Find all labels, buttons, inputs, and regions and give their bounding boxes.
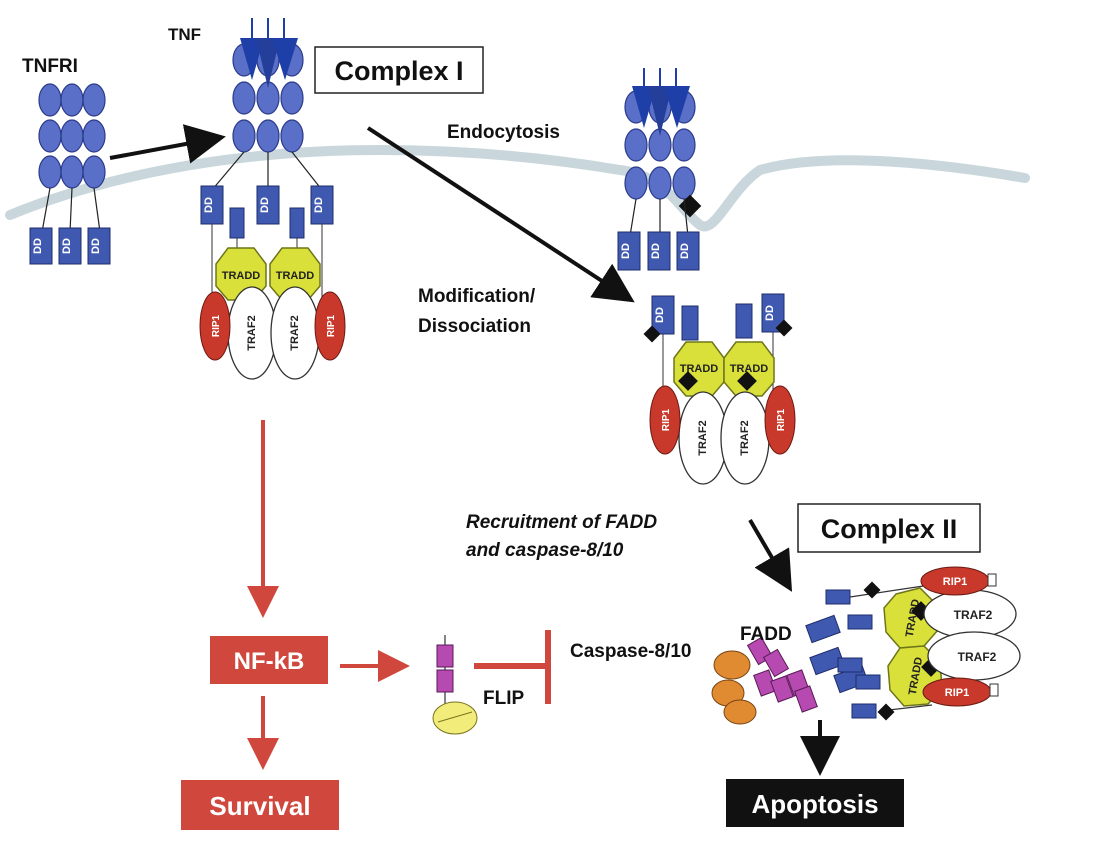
endocytosis-label: Endocytosis	[447, 122, 560, 143]
survival-box	[181, 780, 339, 830]
tnfri-label: TNFRI	[22, 56, 78, 77]
traf2-label: TRAF2	[739, 420, 751, 455]
dd-label: DD	[61, 238, 73, 254]
traf2-label: TRAF2	[246, 315, 258, 350]
dd-label: DD	[620, 243, 632, 259]
dd-label: DD	[90, 238, 102, 254]
complex-1-structure: DD DD DD TRADD TRADD TRAF2 TRAF2 RIP1 RI…	[199, 18, 346, 380]
dissociated-complex: DD DD TRADD TRADD TRAF2 TRAF2 RIP1 RIP1	[643, 293, 796, 485]
rip1-label: RIP1	[661, 408, 672, 431]
apoptosis-label: Apoptosis	[751, 789, 878, 819]
dissociation-label: Dissociation	[418, 316, 531, 337]
internalized-receptor: DD DD DD	[617, 68, 702, 271]
dd-domain-group-left: DD DD DD	[29, 227, 111, 265]
tnf-label: TNF	[168, 25, 201, 44]
tradd-label: TRADD	[680, 363, 719, 375]
complex-1-box	[314, 46, 484, 94]
binding-arrow	[109, 124, 226, 164]
fadd-label: FADD	[740, 624, 792, 645]
dd-label: DD	[259, 197, 271, 213]
flip-protein	[432, 635, 478, 735]
recruitment-label-line2: and caspase-8/10	[466, 540, 624, 561]
traf2-label: TRAF2	[958, 650, 997, 664]
rip1-label: RIP1	[211, 314, 222, 337]
tradd-label: TRADD	[222, 270, 261, 282]
dd-label: DD	[679, 243, 691, 259]
tnfri-receptors: DD DD DD	[29, 83, 111, 265]
rip1-label: RIP1	[945, 687, 969, 699]
complex-2-label: Complex II	[821, 514, 958, 544]
complex-2-structure: TRADD TRADD TRAF2 TRAF2 RIP1 RIP1	[711, 566, 1021, 725]
caspase-label: Caspase-8/10	[570, 641, 691, 662]
dd-label: DD	[32, 238, 44, 254]
dd-label: DD	[654, 307, 666, 323]
tradd-label: TRADD	[730, 363, 769, 375]
modification-label: Modification/	[418, 286, 536, 307]
nfkb-box	[210, 636, 328, 684]
rip1-label: RIP1	[776, 408, 787, 431]
traf2-label: TRAF2	[289, 315, 301, 350]
dd-label: DD	[650, 243, 662, 259]
dd-label: DD	[203, 197, 215, 213]
dd-label: DD	[313, 197, 325, 213]
tradd-label: TRADD	[276, 270, 315, 282]
flip-label: FLIP	[483, 688, 524, 709]
rip1-label: RIP1	[943, 576, 967, 588]
recruitment-label-line1: Recruitment of FADD	[466, 512, 657, 533]
survival-label: Survival	[209, 791, 310, 821]
tnf-trimer	[240, 18, 298, 88]
nfkb-label: NF-kB	[234, 648, 305, 675]
modification-arrow	[366, 126, 635, 303]
complex-1-label: Complex I	[334, 56, 463, 86]
traf2-label: TRAF2	[697, 420, 709, 455]
traf2-label: TRAF2	[954, 608, 993, 622]
rip1-label: RIP1	[326, 314, 337, 337]
cell-membrane	[5, 144, 1030, 232]
recruitment-arrow	[748, 518, 793, 592]
dd-label: DD	[764, 305, 776, 321]
apoptosis-box	[726, 779, 904, 827]
complex-2-box	[797, 503, 981, 553]
